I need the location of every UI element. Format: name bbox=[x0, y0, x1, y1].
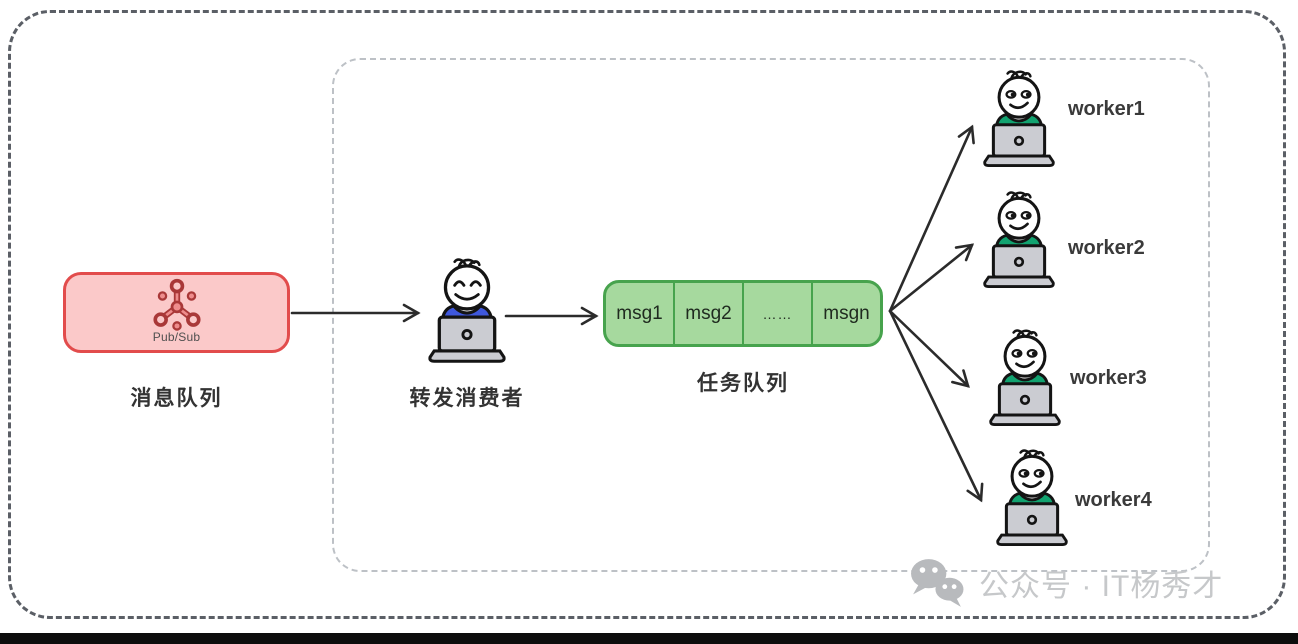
queue-cell-ellipsis: …… bbox=[744, 283, 813, 344]
worker4-label: worker4 bbox=[1075, 489, 1152, 511]
worker4-persona-icon bbox=[996, 449, 1068, 546]
arrow-queue-to-worker4 bbox=[888, 309, 984, 503]
worker2-persona-icon bbox=[983, 191, 1055, 288]
task-queue-node: msg1 msg2 …… msgn bbox=[603, 280, 883, 347]
wechat-icon bbox=[911, 559, 964, 607]
worker1-label: worker1 bbox=[1068, 98, 1145, 120]
pubsub-icon-label: Pub/Sub bbox=[152, 330, 201, 344]
inner-dashed-frame bbox=[332, 58, 1210, 572]
arrow-queue-to-worker3 bbox=[888, 309, 970, 388]
worker3-label: worker3 bbox=[1070, 367, 1147, 389]
worker1-persona-icon bbox=[983, 70, 1055, 167]
message-queue-label: 消息队列 bbox=[130, 387, 223, 410]
task-queue-label: 任务队列 bbox=[697, 372, 789, 395]
arrow-queue-to-worker2 bbox=[888, 243, 975, 313]
worker2-label: worker2 bbox=[1068, 237, 1145, 259]
bottom-black-bar bbox=[0, 633, 1298, 644]
message-queue-node: Pub/Sub bbox=[63, 272, 290, 353]
queue-cell-msg2: msg2 bbox=[675, 283, 744, 344]
outer-dashed-frame bbox=[8, 10, 1286, 619]
queue-cell-msgn: msgn bbox=[823, 302, 870, 324]
watermark-text: 公众号 · IT杨秀才 bbox=[979, 570, 1224, 603]
queue-cell-msg1: msg1 bbox=[606, 283, 675, 344]
consumer-persona-icon bbox=[428, 258, 506, 363]
consumer-label: 转发消费者 bbox=[409, 387, 525, 410]
worker3-persona-icon bbox=[989, 329, 1061, 426]
arrow-queue-to-worker1 bbox=[888, 124, 975, 313]
pubsub-icon bbox=[152, 278, 201, 331]
watermark: 公众号 · IT杨秀才 bbox=[905, 556, 1223, 610]
